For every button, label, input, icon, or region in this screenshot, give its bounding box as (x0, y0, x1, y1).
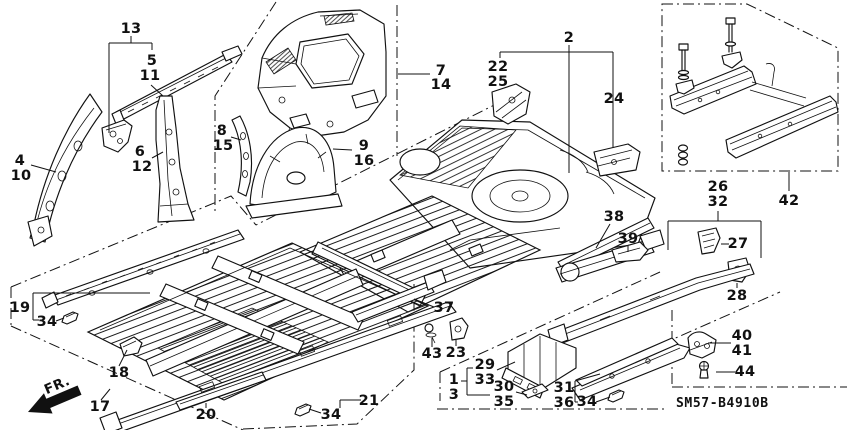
part-number-label-24: 24 (604, 91, 625, 107)
part-number-label-14: 14 (431, 77, 452, 93)
part-plate-30-35 (521, 383, 549, 399)
part-roof-side-rail (111, 45, 243, 125)
part-number-label-12: 12 (132, 159, 153, 175)
part-front-floor-pan (86, 242, 430, 401)
part-center-pillar-stiffener (155, 95, 195, 223)
part-number-label-1: 1 (449, 372, 459, 388)
part-number-label-42: 42 (779, 193, 800, 209)
part-number-label-37: 37 (434, 300, 455, 316)
part-quarter-panel (257, 9, 387, 143)
part-number-label-32: 32 (708, 194, 729, 210)
part-bracket-40-41 (687, 331, 717, 359)
part-bracket-23 (449, 317, 469, 341)
part-number-label-9: 9 (359, 138, 369, 154)
part-sill-garnish-front (175, 371, 267, 411)
part-number-label-4: 4 (15, 153, 25, 169)
front-direction-arrow: FR. (28, 373, 82, 414)
part-clamp-27 (697, 227, 721, 255)
part-frame-rail-31-36 (571, 337, 691, 401)
part-number-label-43: 43 (422, 346, 443, 362)
part-number-label-13: 13 (121, 21, 142, 37)
part-number-label-26: 26 (708, 179, 729, 195)
part-number-label-19: 19 (10, 300, 31, 316)
part-number-label-30: 30 (494, 379, 515, 395)
part-front-pillar-stiffener (27, 93, 103, 247)
part-number-label-6: 6 (135, 144, 145, 160)
part-number-label-10: 10 (11, 168, 32, 184)
part-number-label-7: 7 (436, 63, 446, 79)
part-number-label-8: 8 (217, 123, 227, 139)
part-clip-34-center (294, 403, 312, 417)
part-number-label-21: 21 (359, 393, 380, 409)
part-number-label-23: 23 (446, 345, 467, 361)
part-gusset-39 (611, 241, 649, 263)
part-side-sill-inner-left (41, 229, 245, 309)
part-quarter-pillar-stiffener (231, 115, 253, 197)
part-number-label-3: 3 (449, 387, 459, 403)
part-sill-extension-rear (351, 269, 447, 323)
part-hinge-bracket (101, 119, 133, 153)
part-number-label-41: 41 (732, 343, 753, 359)
part-number-label-18: 18 (109, 365, 130, 381)
part-number-label-34: 34 (577, 394, 598, 410)
part-rear-beam-assembly (669, 17, 839, 166)
part-number-label-36: 36 (554, 395, 575, 411)
part-number-label-38: 38 (604, 209, 625, 225)
part-number-label-33: 33 (475, 372, 496, 388)
part-number-label-5: 5 (147, 53, 157, 69)
part-number-label-29: 29 (475, 357, 496, 373)
part-number-label-17: 17 (90, 399, 111, 415)
part-number-label-34: 34 (321, 407, 342, 423)
part-number-label-44: 44 (735, 364, 756, 380)
part-floor-bracket-18 (119, 336, 143, 357)
part-code: SM57-B4910B (676, 396, 769, 411)
part-number-label-22: 22 (488, 59, 509, 75)
part-rear-wheelhouse (245, 113, 343, 219)
part-bolt-44 (698, 360, 710, 379)
part-number-label-34: 34 (37, 314, 58, 330)
part-clip-34-left (61, 311, 79, 325)
leader-lines (30, 36, 790, 414)
part-number-label-15: 15 (213, 138, 234, 154)
part-number-label-28: 28 (727, 288, 748, 304)
part-clip-34-right (607, 389, 625, 403)
part-number-label-2: 2 (564, 30, 574, 46)
part-bracket-22-25 (491, 83, 531, 125)
part-number-label-25: 25 (488, 74, 509, 90)
part-number-label-20: 20 (196, 407, 217, 423)
part-number-label-39: 39 (618, 231, 639, 247)
part-bracket-24 (593, 143, 641, 177)
part-number-label-31: 31 (554, 380, 575, 396)
part-number-label-27: 27 (728, 236, 749, 252)
part-number-label-40: 40 (732, 328, 753, 344)
part-number-label-35: 35 (494, 394, 515, 410)
part-bolt-43 (424, 323, 437, 344)
part-number-label-11: 11 (140, 68, 161, 84)
part-number-label-16: 16 (354, 153, 375, 169)
